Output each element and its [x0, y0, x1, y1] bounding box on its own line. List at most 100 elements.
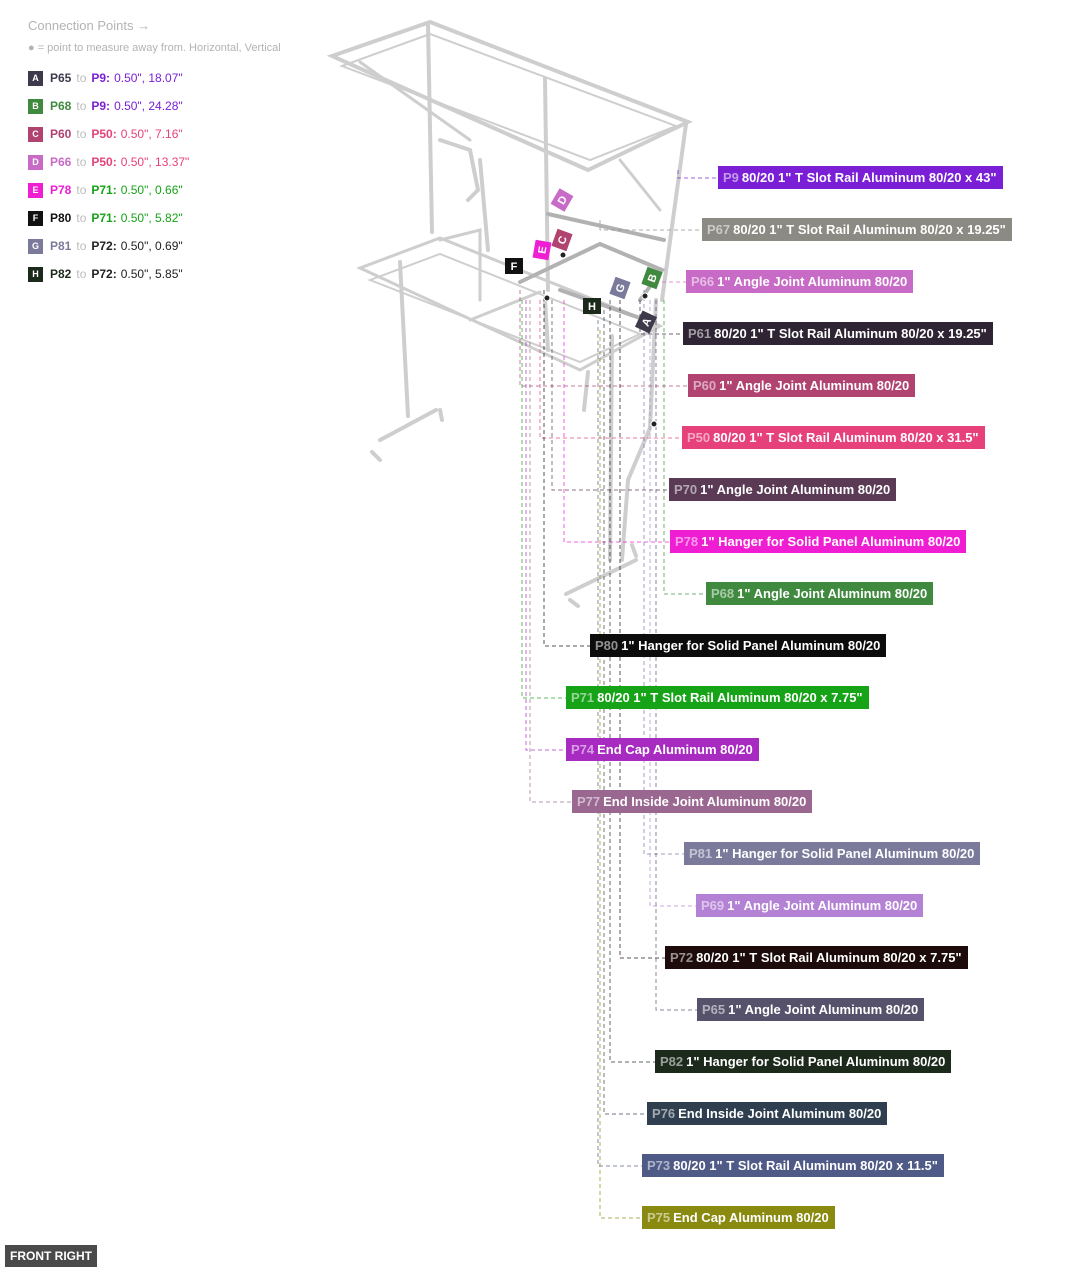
marker-letter: F: [511, 261, 518, 273]
part-id: P82: [660, 1054, 684, 1069]
legend-to-part: P71:: [91, 211, 117, 225]
part-id: P75: [647, 1210, 671, 1225]
marker-a[interactable]: A: [634, 310, 658, 334]
legend-letter-badge: A: [28, 70, 43, 86]
part-id: P60: [693, 378, 717, 393]
marker-g[interactable]: G: [609, 276, 631, 300]
part-name: 80/20 1" T Slot Rail Aluminum 80/20 x 11…: [673, 1158, 938, 1173]
leader-line: [539, 300, 682, 439]
leader-line: [603, 310, 647, 1115]
part-id: P76: [652, 1106, 676, 1121]
leader-line: [597, 320, 642, 1167]
part-name: 1" Angle Joint Aluminum 80/20: [700, 482, 891, 497]
marker-f[interactable]: F: [505, 258, 523, 274]
legend-to-part: P72:: [91, 239, 117, 253]
legend-title[interactable]: Connection Points →: [28, 18, 151, 33]
legend-to-word: to: [76, 155, 87, 169]
part-id: P81: [689, 846, 713, 861]
part-id: P66: [691, 274, 715, 289]
legend-letter-badge: D: [28, 154, 43, 170]
measure-point: [641, 292, 649, 300]
legend-from-part: P78: [50, 183, 72, 197]
measure-point: [543, 294, 551, 302]
leader-line: [529, 300, 572, 803]
leader-line: [649, 300, 696, 907]
legend-letter-badge: F: [28, 210, 43, 226]
leader-line: [677, 170, 718, 179]
part-name: 80/20 1" T Slot Rail Aluminum 80/20 x 7.…: [696, 950, 962, 965]
part-name: 1" Hanger for Solid Panel Aluminum 80/20: [701, 534, 961, 549]
leader-line: [551, 300, 669, 491]
view-label[interactable]: FRONT RIGHT: [5, 1245, 97, 1267]
marker-e[interactable]: E: [532, 239, 552, 261]
legend-from-part: P82: [50, 267, 72, 281]
part-name: End Cap Aluminum 80/20: [597, 742, 753, 757]
connection-markers: D CE F BGH A: [505, 188, 663, 428]
legend-to-part: P71:: [91, 183, 117, 197]
legend-from-part: P66: [50, 155, 72, 169]
legend-to-word: to: [76, 99, 87, 113]
marker-c[interactable]: C: [551, 228, 573, 252]
legend-from-part: P60: [50, 127, 72, 141]
part-name: 1" Hanger for Solid Panel Aluminum 80/20: [686, 1054, 946, 1069]
part-name: 80/20 1" T Slot Rail Aluminum 80/20 x 7.…: [597, 690, 863, 705]
leader-line: [609, 300, 655, 1063]
part-id: P67: [707, 222, 731, 237]
legend-to-word: to: [76, 267, 87, 281]
connection-points-legend: Connection Points → ● = point to measure…: [28, 16, 328, 288]
legend-to-word: to: [76, 127, 87, 141]
legend-measurement: 0.50", 5.85": [120, 267, 183, 281]
marker-h[interactable]: H: [583, 298, 601, 314]
legend-letter-badge: G: [28, 238, 43, 254]
marker-d[interactable]: D: [550, 188, 574, 212]
marker-letter: C: [556, 235, 570, 247]
leader-line: [525, 300, 566, 751]
part-id: P9: [723, 170, 739, 185]
legend-to-part: P9:: [91, 99, 111, 113]
legend-measurement: 0.50", 5.82": [120, 211, 183, 225]
measure-point: [559, 251, 567, 259]
leader-line: [619, 300, 665, 959]
legend-measurement: 0.50", 0.66": [120, 183, 183, 197]
part-id: P77: [577, 794, 601, 809]
part-name: 1" Angle Joint Aluminum 80/20: [719, 378, 910, 393]
legend-from-part: P80: [50, 211, 72, 225]
marker-b[interactable]: B: [641, 266, 663, 290]
legend-measurement: 0.50", 13.37": [120, 155, 190, 169]
part-id: P65: [702, 1002, 726, 1017]
legend-from-part: P81: [50, 239, 72, 253]
part-id: P73: [647, 1158, 671, 1173]
leader-line: [521, 300, 566, 699]
legend-from-part: P65: [50, 71, 72, 85]
part-name: 1" Hanger for Solid Panel Aluminum 80/20: [621, 638, 881, 653]
